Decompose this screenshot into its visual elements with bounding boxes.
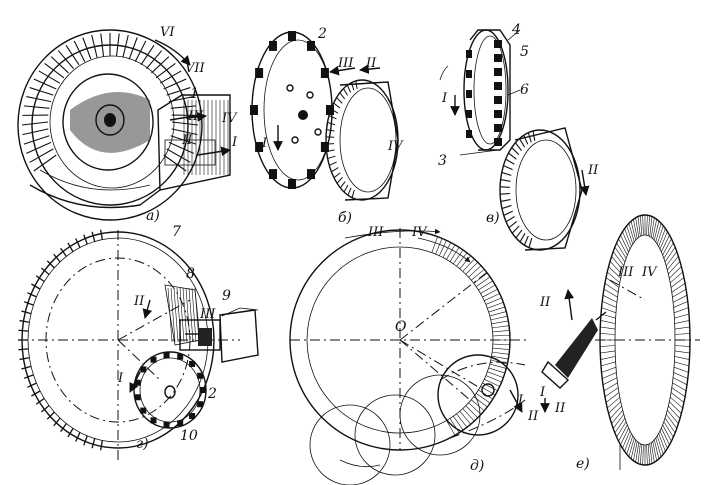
label-v-4: 4 bbox=[511, 22, 521, 38]
label-g-7: 7 bbox=[172, 224, 181, 240]
caption-g: г) bbox=[136, 436, 149, 452]
bevel-gear-work bbox=[325, 79, 399, 201]
label-b-i: I bbox=[261, 136, 268, 151]
label-g-i: I bbox=[117, 371, 124, 386]
label-e-iv: IV bbox=[641, 265, 658, 280]
label-a-ii: II bbox=[181, 133, 193, 148]
label-b-iii: III bbox=[337, 56, 354, 71]
label-d-ii2: II bbox=[554, 401, 566, 416]
cutter-disc-2 bbox=[133, 351, 207, 429]
caption-d: д) bbox=[470, 458, 484, 474]
label-e-ii: II bbox=[539, 295, 551, 310]
label-d-i: I bbox=[517, 393, 524, 408]
cutter-head-2 bbox=[250, 31, 334, 189]
caption-a: а) bbox=[146, 208, 160, 224]
label-e-iii: III bbox=[617, 265, 634, 280]
label-b-2: 2 bbox=[317, 26, 327, 42]
label-g-10: 10 bbox=[180, 428, 198, 444]
panel-b: 2 III II I IV б) bbox=[250, 26, 404, 226]
label-d-o: O bbox=[395, 319, 407, 335]
worm-drive-9 bbox=[179, 307, 259, 363]
label-g-2: 2 bbox=[207, 386, 217, 402]
panel-g: 7 8 9 III II I 2 10 г) bbox=[18, 224, 259, 460]
label-g-ii: II bbox=[133, 294, 145, 309]
label-d-i2: I bbox=[539, 385, 546, 400]
label-v-ii: II bbox=[587, 163, 599, 178]
label-v-i: I bbox=[441, 91, 448, 106]
label-d-iv: IV bbox=[411, 225, 428, 240]
panel-e: II III IV е) bbox=[539, 214, 700, 472]
label-v-3: 3 bbox=[438, 153, 447, 169]
label-g-9: 9 bbox=[222, 288, 231, 304]
bevel-gear-blank bbox=[17, 29, 203, 221]
label-d-iii: III bbox=[367, 225, 384, 240]
conical-cutter bbox=[541, 311, 607, 389]
panel-a: VI VII 1 III IV I II а) bbox=[17, 25, 238, 224]
caption-b: б) bbox=[338, 210, 352, 226]
label-g-8: 8 bbox=[186, 266, 195, 282]
caption-v: в) bbox=[486, 210, 500, 226]
label-a-iv: IV bbox=[221, 111, 238, 126]
label-a-vii: VII bbox=[185, 61, 206, 76]
bevel-gear-v bbox=[499, 127, 583, 251]
cutter-head-block bbox=[157, 94, 231, 191]
label-a-1: 1 bbox=[190, 86, 199, 102]
label-v-5: 5 bbox=[520, 44, 529, 60]
panel-d: O III IV I I II II д) bbox=[289, 225, 566, 485]
label-g-iii: III bbox=[199, 307, 216, 322]
caption-e: е) bbox=[576, 456, 590, 472]
label-a-vi: VI bbox=[160, 25, 175, 40]
label-v-6: 6 bbox=[520, 82, 529, 98]
label-b-ii: II bbox=[365, 56, 377, 71]
cutter-head-v bbox=[463, 29, 511, 151]
label-d-ii: II bbox=[527, 409, 539, 424]
panel-v: 4 5 6 3 I II в) bbox=[438, 22, 599, 251]
label-a-i: I bbox=[231, 135, 238, 150]
label-a-iii: III bbox=[187, 109, 204, 124]
label-b-iv: IV bbox=[387, 139, 404, 154]
